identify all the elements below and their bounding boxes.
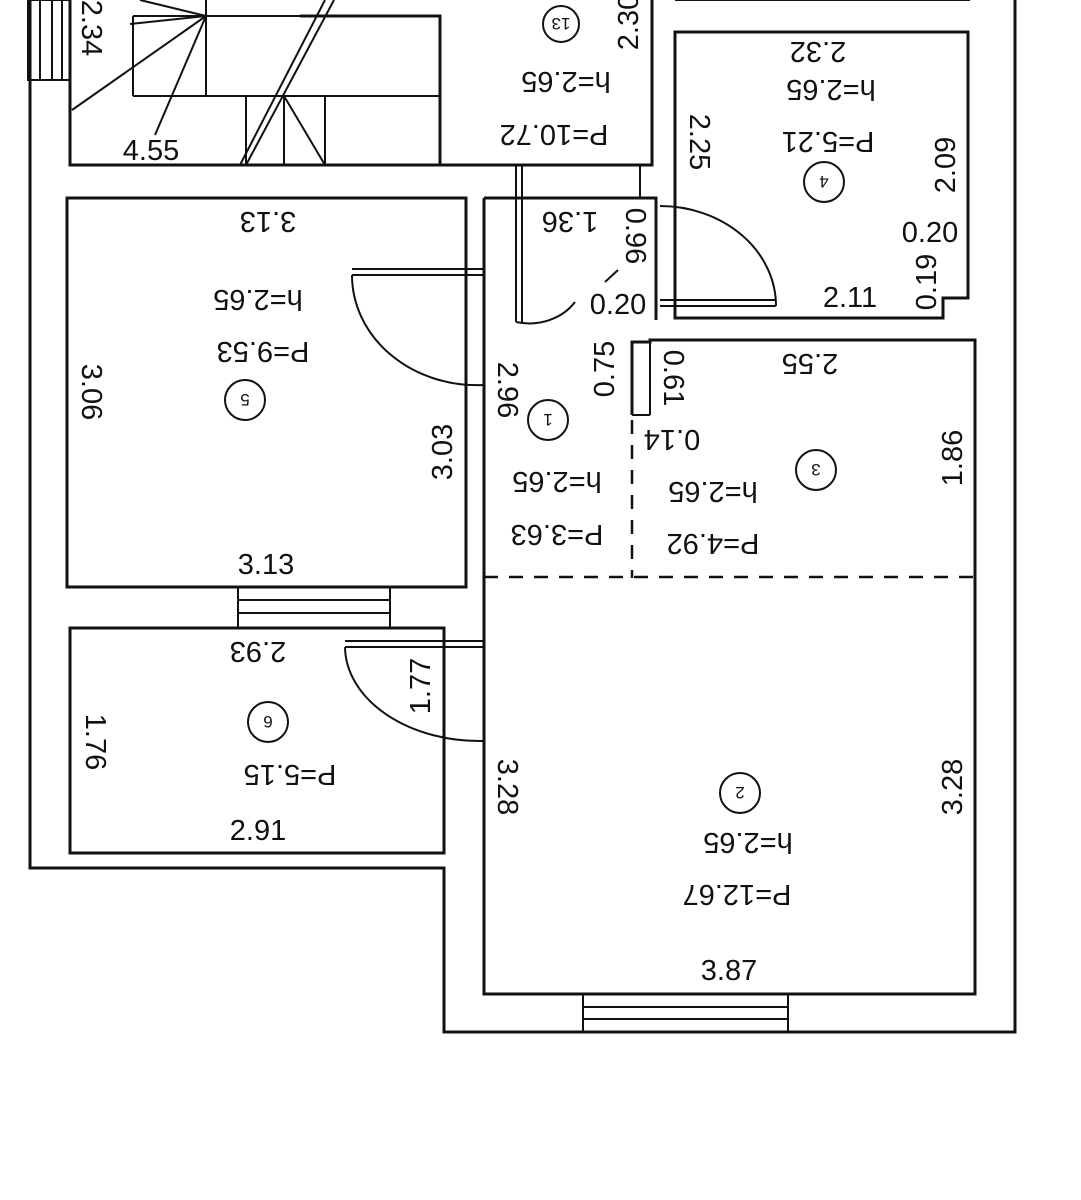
- room-13-marker: [542, 5, 580, 43]
- room-1-area: P=3.63: [511, 518, 604, 550]
- room-13: 13 h=2.65 P=10.72 2.30 4.55: [123, 0, 654, 167]
- room-6-number: 6: [263, 712, 272, 731]
- room-4-dim-right: 2.09: [930, 137, 962, 193]
- room-1-dim-door: 0.96: [619, 208, 651, 264]
- room-2: 2 3.28 3.28 h=2.65 P=12.67 3.87: [482, 577, 977, 996]
- room-4-area: P=5.21: [782, 125, 875, 157]
- room-6-dim-right: 1.77: [405, 658, 437, 714]
- room-4-dim-bottom: 2.11: [823, 282, 877, 314]
- room-3: 3 2.55 0.61 0.14 h=2.65 P=4.92 1.86: [484, 338, 977, 579]
- room-6: 6 2.93 1.76 1.77 P=5.15 2.91: [68, 626, 485, 855]
- stair-label: 2.34: [75, 0, 107, 56]
- room-3-dim-notch: 0.14: [644, 423, 700, 455]
- room-1-dim-top: 1.36: [542, 205, 598, 237]
- room-2-marker: [719, 772, 761, 814]
- room-2-dim-bottom: 3.87: [701, 955, 757, 987]
- room-1-height: h=2.65: [512, 465, 602, 497]
- room-5-dim-left: 3.06: [75, 364, 107, 420]
- room-6-marker: [247, 701, 289, 743]
- room-4-marker: [803, 161, 845, 203]
- room-6-dim-left: 1.76: [79, 714, 111, 770]
- room-3-dim-left: 0.61: [657, 350, 689, 406]
- room-4-dim-step-small: 0.19: [911, 254, 943, 310]
- staircase: 2.34: [27, 0, 442, 167]
- room-13-number: 13: [552, 14, 571, 33]
- room-6-dim-top: 2.93: [230, 635, 286, 667]
- room-2-dim-right: 3.28: [937, 759, 969, 815]
- room-5-height: h=2.65: [213, 283, 303, 315]
- room-3-dim-top: 2.55: [782, 347, 838, 379]
- room-13-dim-bottom: 4.55: [123, 135, 179, 167]
- room-1-dim-wall: 0.20: [590, 289, 646, 321]
- room-5-marker: [224, 379, 266, 421]
- room-1-number: 1: [543, 410, 552, 429]
- room-1-dim-left: 2.96: [491, 362, 523, 418]
- room-3-number: 3: [811, 460, 820, 479]
- room-5: 5 3.13 h=2.65 P=9.53 3.06 3.03 3.13: [65, 196, 485, 589]
- room-3-dim-right: 1.86: [937, 430, 969, 486]
- room-5-dim-right: 3.03: [427, 424, 459, 480]
- room-1: 1 1.36 0.96 0.20 0.75 2.96 h=2.65 P=3.63: [482, 166, 658, 994]
- window-bottom: [582, 993, 789, 1033]
- room-2-area: P=12.67: [683, 878, 792, 910]
- room-3-height: h=2.65: [668, 475, 758, 507]
- room-6-area: P=5.15: [244, 758, 337, 790]
- room-4-dim-top: 2.32: [790, 35, 846, 67]
- room-5-area: P=9.53: [217, 335, 310, 367]
- room-6-dim-bottom: 2.91: [230, 815, 286, 847]
- room-1-marker: [527, 399, 569, 441]
- room-4-height: h=2.65: [786, 73, 876, 105]
- outer-walls: [28, 0, 1017, 1034]
- room-13-height: h=2.65: [521, 65, 611, 97]
- window-left: [237, 586, 391, 629]
- room-4-dim-left: 2.25: [683, 114, 715, 170]
- room-13-area: P=10.72: [500, 118, 609, 150]
- room-13-dim-right: 2.30: [613, 0, 645, 50]
- room-1-dim-stub: 0.75: [589, 341, 621, 397]
- room-2-number: 2: [735, 783, 744, 802]
- room-4: 4 2.32 h=2.65 P=5.21 2.25 2.09 0.20 0.19…: [659, 30, 970, 320]
- room-5-dim-bottom: 3.13: [238, 549, 294, 581]
- room-4-dim-step: 0.20: [902, 217, 958, 249]
- room-5-number: 5: [240, 390, 249, 409]
- room-4-number: 4: [819, 172, 828, 191]
- room-2-height: h=2.65: [703, 826, 793, 858]
- room-5-dim-top: 3.13: [240, 205, 296, 237]
- room-2-dim-left: 3.28: [491, 759, 523, 815]
- room-3-marker: [795, 449, 837, 491]
- room-3-area: P=4.92: [667, 527, 760, 559]
